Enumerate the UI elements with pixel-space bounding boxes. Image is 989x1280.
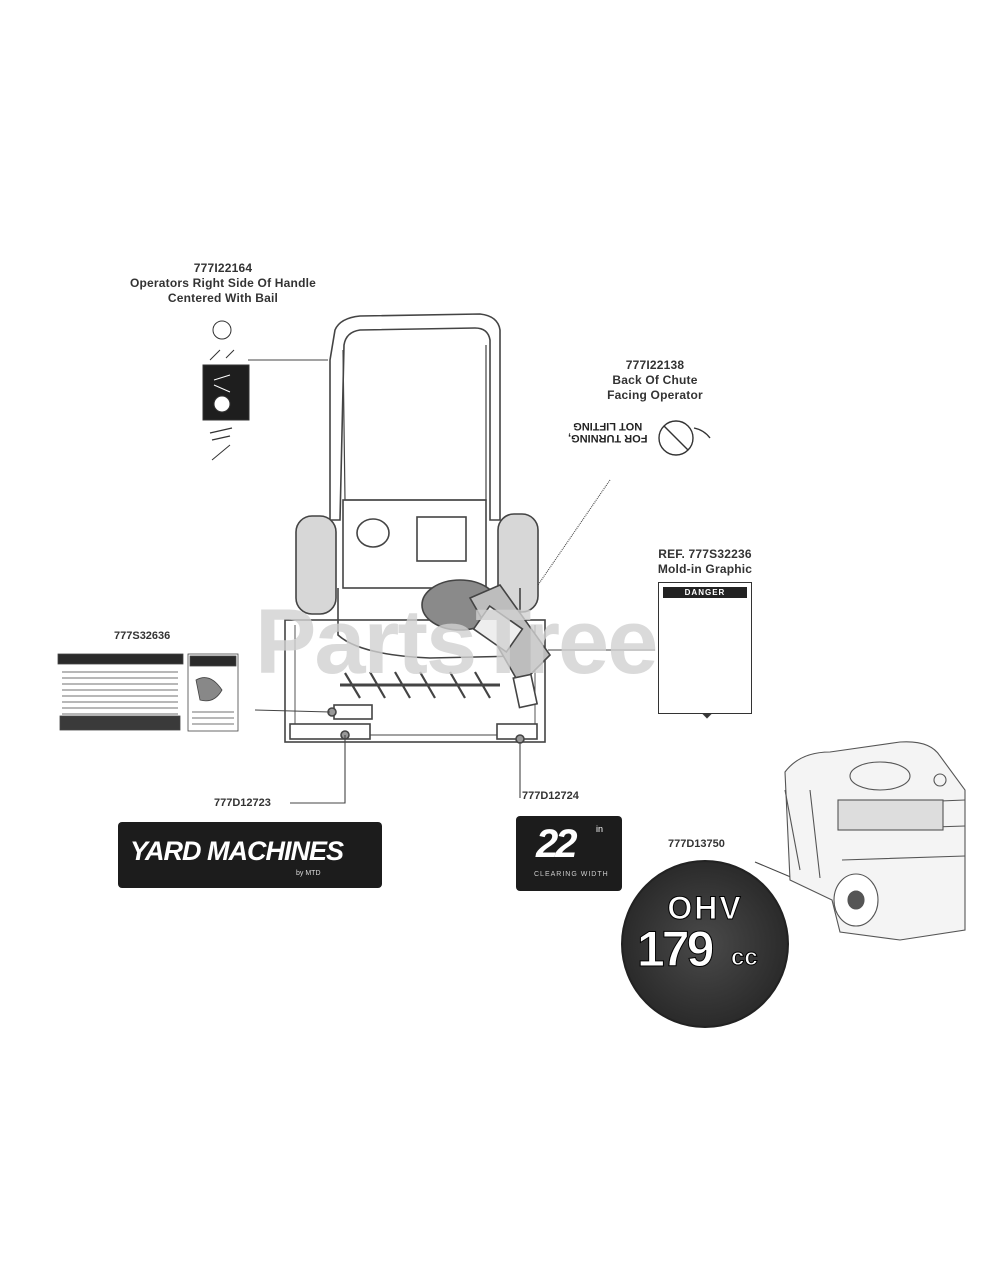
callout-clearing-part: 777D12724	[522, 790, 579, 802]
callout-brand-part: 777D12723	[214, 797, 271, 809]
housing-tag-left-bottom	[289, 723, 371, 740]
engine-sketch	[784, 741, 966, 941]
callout-warning-part: 777S32636	[114, 630, 171, 642]
yard-machines-title: YARD MACHINES	[130, 836, 344, 866]
leader-warning	[254, 709, 331, 713]
callout-mold-line1: Mold-in Graphic	[657, 562, 753, 576]
auger-blades	[344, 671, 491, 699]
callout-handle: 777I22164 Operators Right Side Of Handle…	[118, 261, 328, 306]
clearing-width-number: 22	[536, 822, 577, 866]
fastener-right	[515, 734, 525, 744]
callout-handle-line2: Centered With Bail	[167, 291, 279, 305]
dash-window	[416, 516, 467, 562]
dash-panel	[342, 499, 487, 589]
leader-brand	[290, 735, 346, 804]
auger-housing-top	[337, 588, 521, 659]
engine-ohv-decal: OHV 179 cc	[621, 860, 789, 1028]
engine-ohv-top: OHV	[667, 890, 743, 927]
clearing-width-sub: CLEARING WIDTH	[534, 871, 609, 878]
chute-label	[472, 604, 524, 654]
handle-bail	[329, 313, 501, 521]
clearing-width-unit: in	[596, 824, 604, 834]
chute-decal-text: FOR TURNING, NOT LIFTING	[568, 420, 647, 444]
yard-machines-sub: by MTD	[296, 870, 321, 877]
callout-handle-line1: Operators Right Side Of Handle	[129, 276, 317, 290]
warning-label-art	[57, 653, 239, 732]
chute-decal-line1: FOR TURNING,	[568, 432, 648, 444]
callout-chute-line2: Facing Operator	[607, 388, 703, 402]
callout-handle-part: 777I22164	[193, 261, 253, 275]
chute-decal-line2: NOT LIFTING	[573, 420, 643, 432]
handle-icon-strip	[202, 320, 250, 461]
callout-mold: REF. 777S32236 Mold-in Graphic	[630, 547, 780, 577]
dash-gauge	[356, 518, 390, 548]
chute-control	[512, 673, 539, 709]
auger-housing-inner	[294, 625, 536, 736]
callout-chute: 777I22138 Back Of Chute Facing Operator	[575, 358, 735, 403]
callout-mold-part: REF. 777S32236	[658, 547, 752, 561]
engine-displacement: 179	[636, 921, 714, 978]
handle-frame	[342, 345, 487, 501]
watermark: PartsTreeTM	[255, 590, 677, 695]
callout-engine-part: 777D13750	[668, 838, 725, 850]
watermark-text: PartsTree	[255, 591, 658, 693]
engine-displacement-unit: cc	[731, 944, 759, 972]
housing-label-left	[333, 704, 373, 720]
clearing-width-decal: 22 in CLEARING WIDTH	[516, 816, 622, 891]
yard-machines-decal: YARD MACHINES by MTD	[118, 822, 382, 888]
left-tire	[295, 515, 337, 615]
callout-chute-line1: Back Of Chute	[612, 373, 698, 387]
danger-label-head: DANGER	[663, 587, 747, 598]
danger-label: DANGER	[658, 582, 752, 714]
leader-chute	[537, 479, 611, 586]
callout-chute-part: 777I22138	[625, 358, 685, 372]
auger-housing	[284, 619, 546, 743]
chute-no-lift-icon	[658, 420, 711, 456]
